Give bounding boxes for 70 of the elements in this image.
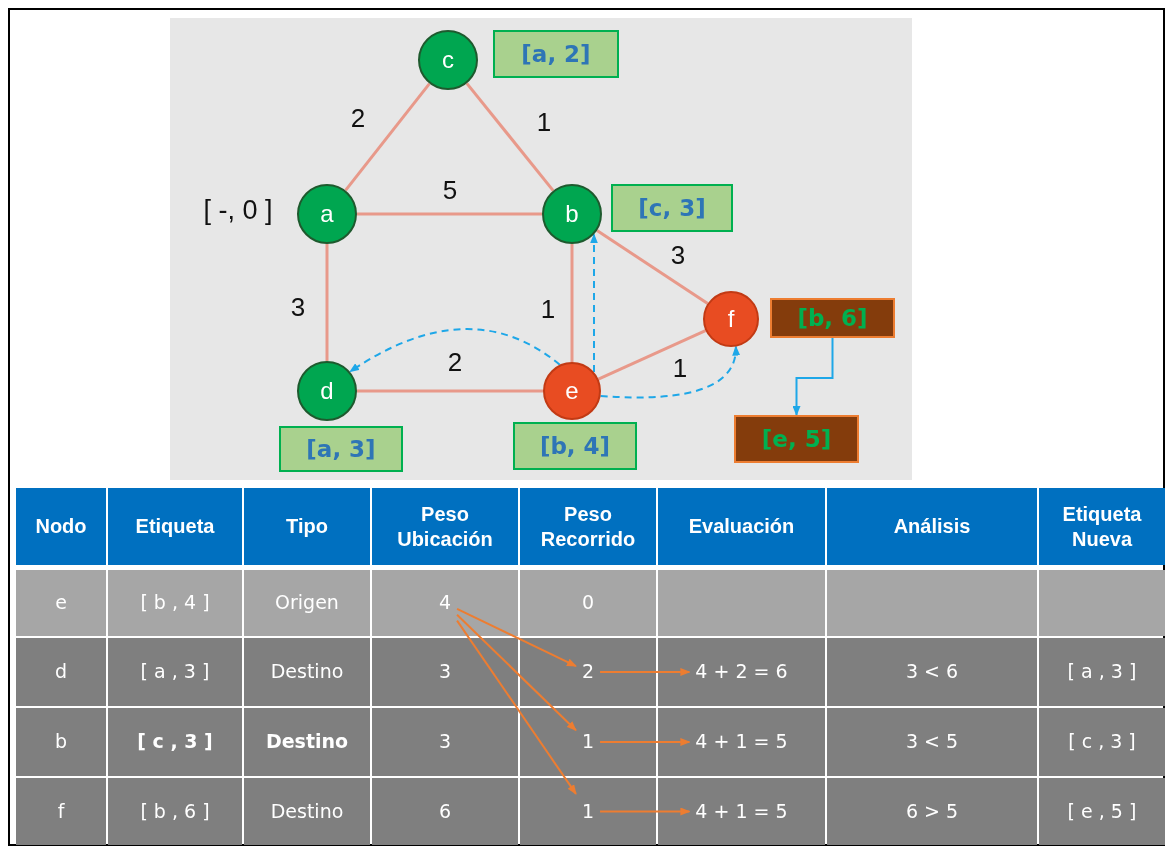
- edge-line: [570, 244, 574, 362]
- label-tag: [a, 2]: [493, 30, 619, 78]
- edge-line: [344, 82, 431, 192]
- table-cell: [ b , 6 ]: [108, 778, 242, 845]
- table-value: 4: [438, 591, 452, 615]
- edge-line: [357, 389, 543, 393]
- header-cell: Análisis: [827, 488, 1037, 565]
- arrow: [599, 345, 740, 399]
- header-cell: Tipo: [244, 488, 370, 565]
- edge-label: 1: [672, 352, 688, 384]
- edge-label: 1: [536, 106, 552, 138]
- table-cell: Destino: [244, 708, 370, 776]
- table-cell: [ a , 3 ]: [108, 638, 242, 706]
- table-value: 2: [581, 660, 595, 684]
- table-cell: Origen: [244, 570, 370, 636]
- arrow: [792, 337, 834, 416]
- header-cell: Nodo: [16, 488, 106, 565]
- arrow: [599, 738, 691, 746]
- edge-label: 1: [540, 293, 556, 325]
- table-value: 4 + 1 = 5: [695, 730, 788, 754]
- table-cell: [ a , 3 ]: [1039, 638, 1165, 706]
- header-cell: Etiqueta Nueva: [1039, 488, 1165, 565]
- arrow: [599, 807, 691, 816]
- table-value: 4 + 1 = 5: [695, 799, 788, 824]
- table-cell: [ b , 4 ]: [108, 570, 242, 636]
- edge-line: [465, 82, 555, 192]
- arrow: [456, 619, 577, 795]
- table-cell: f: [16, 778, 106, 845]
- arrow: [590, 233, 598, 374]
- label-tag: [c, 3]: [611, 184, 733, 232]
- header-cell: Peso Ubicación: [372, 488, 518, 565]
- edge-line: [597, 329, 707, 381]
- table-value: 4 + 2 = 6: [695, 660, 788, 684]
- table-value: 1: [581, 799, 595, 824]
- edge-label: 3: [670, 239, 686, 271]
- header-cell: Peso Recorrido: [520, 488, 656, 565]
- table-cell: [ e , 5 ]: [1039, 778, 1165, 845]
- edge-label: 2: [350, 102, 366, 134]
- table-cell: 3: [372, 638, 518, 706]
- table-cell: Destino: [244, 778, 370, 845]
- table-cell: b: [16, 708, 106, 776]
- edge-label: 5: [442, 174, 458, 206]
- arrow: [599, 668, 691, 676]
- table-cell: 6 > 5: [827, 778, 1037, 845]
- label-tag: [e, 5]: [734, 415, 859, 463]
- label-tag: [b, 4]: [513, 422, 637, 470]
- header-cell: Evaluación: [658, 488, 825, 565]
- table-cell: [ c , 3 ]: [108, 708, 242, 776]
- table-cell: 3: [372, 708, 518, 776]
- table-cell: [ c , 3 ]: [1039, 708, 1165, 776]
- table-cell: 6: [372, 778, 518, 845]
- node-label: [ -, 0 ]: [203, 194, 273, 226]
- edge-line: [357, 212, 542, 216]
- arrow: [456, 613, 577, 732]
- table-cell: Destino: [244, 638, 370, 706]
- edge-label: 2: [447, 346, 463, 378]
- table-cell: e: [16, 570, 106, 636]
- arrow: [349, 328, 561, 373]
- edge-line: [596, 229, 709, 305]
- header-cell: Etiqueta: [108, 488, 242, 565]
- table-value: 1: [581, 730, 595, 754]
- table-cell: 0: [520, 570, 656, 636]
- table-cell: 3 < 5: [827, 708, 1037, 776]
- table-cell: d: [16, 638, 106, 706]
- edge-label: 3: [290, 291, 306, 323]
- arrow: [456, 607, 577, 668]
- edge-line: [325, 244, 329, 361]
- label-tag: [b, 6]: [770, 298, 895, 338]
- table-cell: 3 < 6: [827, 638, 1037, 706]
- label-tag: [a, 3]: [279, 426, 403, 472]
